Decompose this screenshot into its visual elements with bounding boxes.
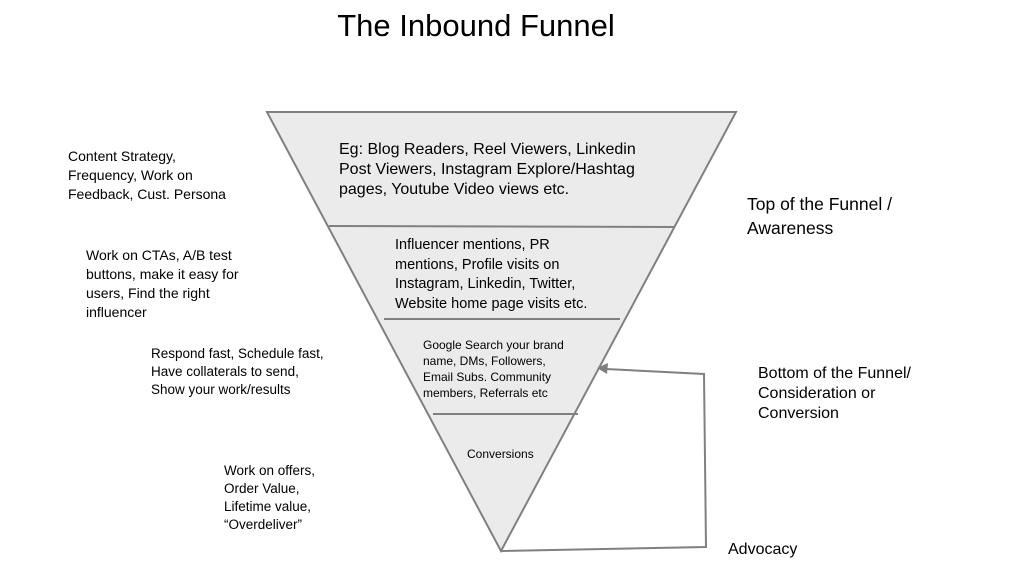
funnel-shape [265,111,738,554]
diagram-title: The Inbound Funnel [337,8,615,43]
funnel-level-2-text: Influencer mentions, PR mentions, Profil… [395,237,588,312]
funnel-level-1-text: Eg: Blog Readers, Reel Viewers, Linkedin… [339,141,636,198]
left-note-1: Content Strategy, Frequency, Work on Fee… [68,148,226,202]
advocacy-label: Advocacy [728,541,798,558]
advocacy-feedback-arrow [500,368,708,552]
advocacy-arrowhead [597,363,608,374]
funnel-level-3-text: Google Search your brand name, DMs, Foll… [423,338,564,400]
funnel-divider-1 [328,225,676,228]
left-note-4: Work on offers, Order Value, Lifetime va… [224,463,316,532]
top-of-funnel-label: Top of the Funnel / Awareness [747,194,892,238]
left-note-2: Work on CTAs, A/B test buttons, make it … [86,247,239,320]
funnel-level-4-text: Conversions [467,447,534,461]
bottom-of-funnel-label: Bottom of the Funnel/ Consideration or C… [758,365,911,422]
left-note-3: Respond fast, Schedule fast, Have collat… [151,346,324,397]
